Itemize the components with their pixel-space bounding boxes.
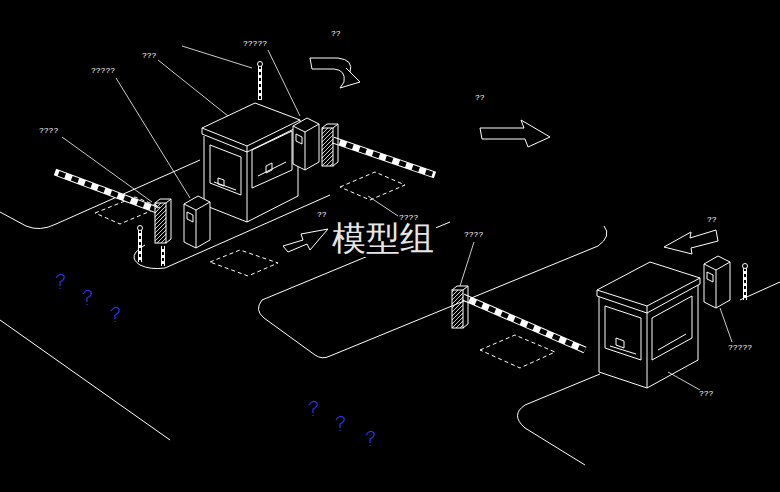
callout-label: ????? xyxy=(727,344,753,352)
detector-loops xyxy=(95,172,555,368)
bollards-part xyxy=(258,66,262,100)
barrier-gates xyxy=(55,124,585,350)
leader-lines-part xyxy=(116,78,190,198)
barrier-gates-part xyxy=(55,172,157,210)
ticket-machines-part-part xyxy=(293,118,319,170)
direction-arrows-part xyxy=(480,120,550,147)
leader-lines-part xyxy=(720,308,732,342)
watermark: 模型组 xyxy=(330,220,436,257)
leader-lines-part xyxy=(268,50,300,116)
right-booth xyxy=(597,262,700,388)
ticket-machines-part-part xyxy=(704,262,730,308)
ticket-machines-part xyxy=(293,118,319,170)
leader-lines-part xyxy=(182,46,252,68)
callout-label: ?? xyxy=(474,94,486,102)
direction-arrows-part xyxy=(310,58,360,88)
ticket-machines xyxy=(184,118,730,308)
callout-label: ????? xyxy=(242,40,268,48)
right-booth-part xyxy=(610,334,686,354)
left-booth-part xyxy=(214,162,286,190)
road-curbs-part xyxy=(0,320,170,440)
bollards-part xyxy=(259,66,261,100)
right-booth-part xyxy=(599,285,698,388)
barrier-gates-part xyxy=(452,286,468,328)
left-booth-part xyxy=(210,145,241,195)
detector-loops-part xyxy=(340,172,405,200)
leader-lines-part xyxy=(460,242,474,286)
ticket-machines-part xyxy=(704,256,730,308)
ticket-machines-part-part xyxy=(184,196,210,248)
barrier-gates-part xyxy=(322,124,338,166)
left-booth-part xyxy=(204,127,298,222)
barrier-gates-part xyxy=(463,297,585,350)
callout-label: ??? xyxy=(698,390,714,398)
bollards-part xyxy=(138,230,142,262)
left-booth-part xyxy=(247,146,248,152)
detector-loops-part xyxy=(480,335,555,368)
direction-arrows-part xyxy=(283,229,328,252)
lamp-symbols-part xyxy=(56,274,64,289)
bollards-part xyxy=(139,230,141,262)
bollards-part xyxy=(743,264,748,269)
leader-lines-part xyxy=(158,60,228,116)
road-curbs-part xyxy=(518,374,601,465)
bollards-part xyxy=(162,246,164,266)
lamp-symbols-part xyxy=(111,307,119,322)
road-curbs-part xyxy=(0,160,200,229)
ticket-machines-part-part xyxy=(293,124,319,170)
right-booth-part xyxy=(597,262,700,306)
barrier-gates-part xyxy=(463,297,585,350)
lamp-symbols-part xyxy=(309,401,317,416)
callout-label: ?? xyxy=(706,216,718,224)
leader-lines xyxy=(62,46,732,390)
bollards-part xyxy=(138,226,143,231)
lamp-symbols-part xyxy=(336,416,344,431)
road-curbs-part xyxy=(134,195,330,269)
callout-label: ?? xyxy=(316,211,328,219)
right-booth-part xyxy=(605,306,641,360)
callout-label: ???? xyxy=(463,231,484,239)
road-curbs xyxy=(0,160,780,465)
left-booth-part xyxy=(252,131,292,188)
leader-lines-part xyxy=(668,372,700,390)
barrier-gates-part xyxy=(333,140,435,175)
bollards-part xyxy=(258,62,263,67)
barrier-gates-part xyxy=(155,203,166,243)
direction-arrows-part xyxy=(664,230,718,254)
callout-label: ?? xyxy=(330,30,342,38)
lamp-symbols xyxy=(56,274,374,446)
leader-lines-part xyxy=(368,196,398,216)
ticket-machines-part-part xyxy=(184,202,210,248)
right-booth-part xyxy=(597,278,700,313)
barrier-gates-part xyxy=(452,290,463,328)
bollards-part xyxy=(161,246,165,266)
leader-lines-part xyxy=(62,137,152,202)
barrier-gates-part xyxy=(333,140,435,175)
barrier-gates-part xyxy=(322,128,333,166)
detector-loops-part xyxy=(210,250,278,276)
ticket-machines-part-part xyxy=(704,256,730,308)
lamp-symbols-part xyxy=(366,431,374,446)
lamp-symbols-part xyxy=(83,290,91,305)
bollards xyxy=(138,62,748,301)
right-booth-part xyxy=(652,296,692,360)
right-booth-part xyxy=(647,313,648,388)
callout-label: ???? xyxy=(38,127,59,135)
bollards-part xyxy=(744,268,746,300)
callout-label: ??? xyxy=(141,52,157,60)
right-booth-part xyxy=(647,306,648,313)
bollards-part xyxy=(743,268,747,300)
left-booth xyxy=(202,103,300,222)
callout-label: ????? xyxy=(90,67,116,75)
barrier-gates-part xyxy=(155,199,171,243)
left-booth-part xyxy=(247,152,248,222)
ticket-machines-part xyxy=(184,196,210,248)
barrier-gates-part xyxy=(55,172,157,210)
